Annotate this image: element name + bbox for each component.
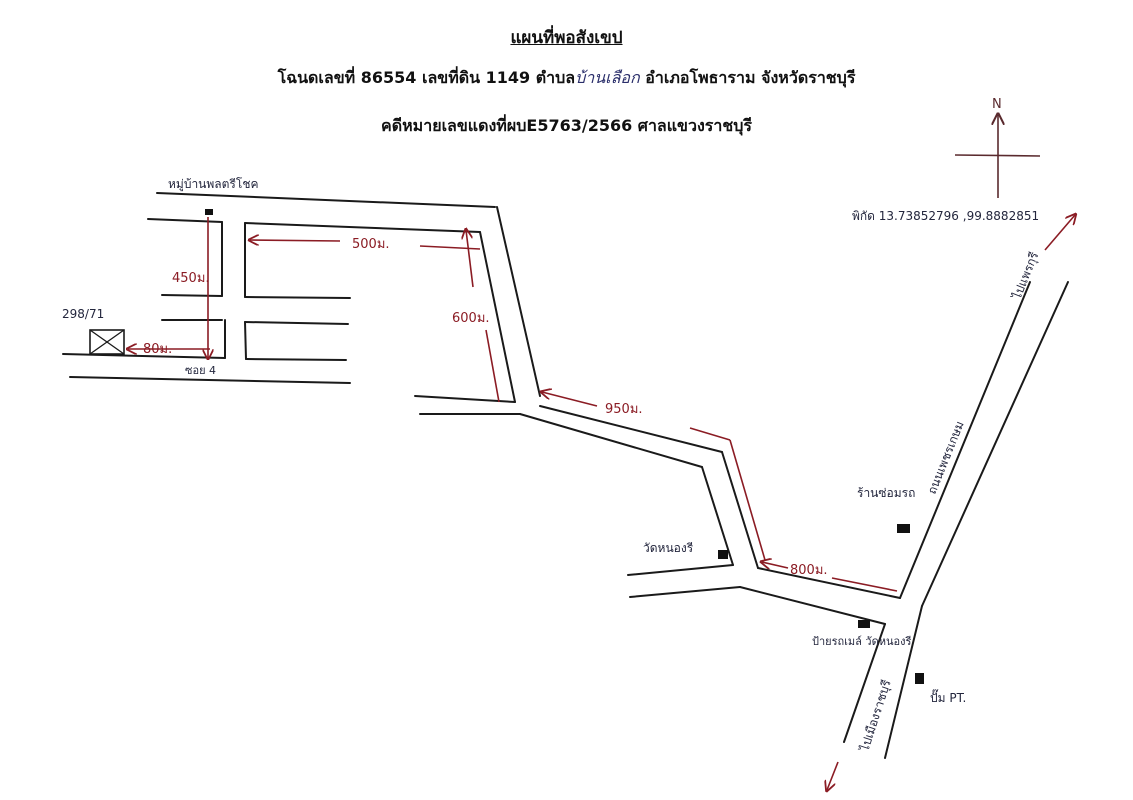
village-gate-icon — [205, 209, 213, 215]
dimension-lines — [128, 215, 1075, 790]
plot-number-label: 298/71 — [62, 307, 104, 321]
village-roads — [62, 192, 541, 415]
repair-shop-marker-icon — [897, 524, 910, 533]
coordinates-label: พิกัด 13.73852796 ,99.8882851 — [852, 209, 1039, 223]
soi-label: ซอย 4 — [185, 364, 216, 377]
dim-800-label: 800ม. — [790, 563, 828, 578]
plot-marker-icon — [89, 329, 125, 355]
repair-shop-label: ร้านซ่อมรถ — [857, 486, 915, 500]
temple-marker-icon — [718, 550, 728, 559]
dim-600-label: 600ม. — [452, 311, 490, 326]
case-info: คดีหมายเลขแดงที่ผบE5763/2566 ศาลแขวงราชบ… — [381, 116, 752, 135]
gas-station-marker-icon — [915, 673, 924, 684]
deed-prefix: โฉนดเลขที่ 86554 เลขที่ดิน 1149 ตำบล — [277, 68, 576, 87]
dim-80-label: 80ม. — [143, 342, 172, 357]
village-label: หมู่บ้านพลตรีโชค — [168, 177, 259, 192]
north-arrow-icon: N — [954, 97, 1041, 198]
north-label: N — [992, 97, 1002, 112]
deed-suffix: อำเภอโพธาราม จังหวัดราชบุรี — [639, 68, 856, 87]
dim-500-label: 500ม. — [352, 237, 390, 252]
deed-info: โฉนดเลขที่ 86554 เลขที่ดิน 1149 ตำบลบ้าน… — [0, 66, 1133, 91]
dim-450-label: 450ม. — [172, 271, 210, 286]
gas-station-label: ปั๊ม PT. — [930, 689, 966, 705]
temple-label: วัดหนองรี — [643, 541, 694, 555]
bus-stop-label: ป้ายรถเมล์ วัดหนองรี — [812, 635, 911, 648]
connecting-road — [519, 405, 901, 625]
bus-stop-marker-icon — [858, 620, 870, 628]
phetkasem-road — [843, 281, 1069, 759]
dim-950-label: 950ม. — [605, 402, 643, 417]
map-title: แผนที่พอสังเขป — [510, 28, 623, 48]
subdistrict-handwritten: บ้านเลือก — [575, 68, 640, 87]
